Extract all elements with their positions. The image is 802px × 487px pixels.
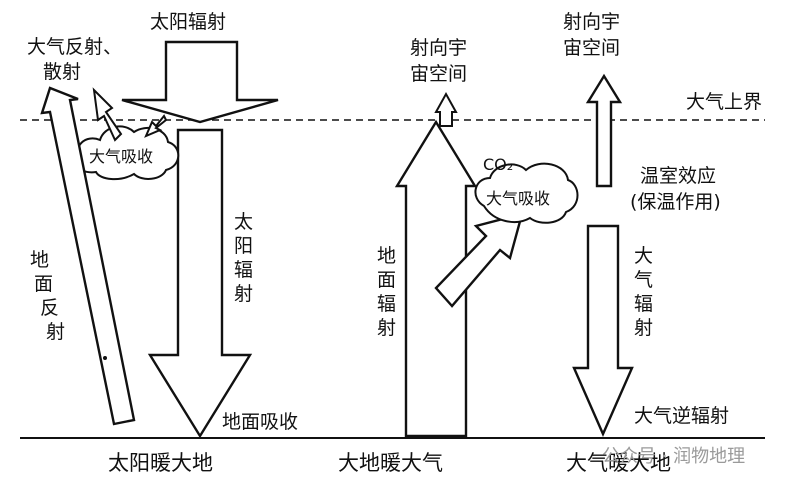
solar-radiation-label: 太阳辐射 — [150, 11, 226, 33]
greenhouse-label-line1: 温室效应 — [640, 165, 716, 187]
solar-radiation-vertical-1: 太 — [234, 211, 253, 233]
ground-reflection-arrow — [40, 86, 136, 426]
solar-radiation-vertical-4: 射 — [234, 283, 253, 305]
solar-radiation-vertical-2: 阳 — [234, 235, 253, 257]
co2-absorption-label: 大气吸收 — [486, 189, 550, 208]
co2-label: CO₂ — [483, 155, 513, 174]
caption-ground-warms-atmosphere: 大地暖大气 — [338, 451, 443, 475]
absorption-cloud — [76, 125, 180, 180]
ground-reflection-vertical-4: 射 — [46, 321, 65, 343]
ground-radiation-vertical-1: 地 — [377, 245, 396, 267]
solar-radiation-vertical-3: 辐 — [234, 259, 253, 281]
ground-absorption-label: 地面吸收 — [222, 411, 298, 433]
reflection-dot — [103, 356, 107, 360]
greenhouse-label-line2: (保温作用) — [630, 191, 721, 213]
ground-radiation-vertical-3: 辐 — [377, 293, 396, 315]
reflection-label-line1: 大气反射、 — [27, 36, 122, 58]
ground-reflection-vertical-2: 面 — [34, 273, 53, 295]
atmospheric-radiation-vertical-4: 射 — [634, 317, 653, 339]
counter-radiation-arrow — [572, 224, 634, 437]
atmosphere-to-space-arrow — [585, 73, 623, 188]
solar-radiation-arrow — [121, 40, 279, 124]
ground-radiation-arrow — [394, 119, 478, 438]
atmosphere-top-label: 大气上界 — [686, 91, 762, 113]
diagonal-absorption-arrow — [434, 212, 524, 308]
solar-to-ground-arrow — [147, 128, 253, 439]
caption-sun-warms-ground: 太阳暖大地 — [108, 451, 213, 475]
reflection-label-line2: 散射 — [43, 61, 81, 83]
atmospheric-radiation-vertical-2: 气 — [634, 269, 653, 291]
atmospheric-radiation-vertical-1: 大 — [634, 245, 653, 267]
atmospheric-radiation-vertical-3: 辐 — [634, 293, 653, 315]
to-space-label-line2: 宙空间 — [410, 63, 467, 85]
ground-reflection-vertical-3: 反 — [40, 297, 59, 319]
atmosphere-to-space-line1: 射向宇 — [563, 11, 620, 33]
reflection-arrow — [92, 87, 123, 142]
ground-radiation-vertical-2: 面 — [377, 269, 396, 291]
counter-radiation-label: 大气逆辐射 — [634, 405, 729, 427]
atmosphere-to-space-line2: 宙空间 — [563, 37, 620, 59]
ground-reflection-vertical-1: 地 — [30, 249, 49, 271]
caption-atmosphere-warms-ground: 大气暖大地 — [566, 451, 671, 475]
co2-cloud — [474, 162, 579, 224]
to-space-arrow — [434, 91, 458, 127]
absorption-small-arrow — [144, 114, 168, 138]
to-space-label-line1: 射向宇 — [410, 37, 467, 59]
watermark: 公众号 · 润物地理 — [602, 446, 745, 467]
atmospheric-absorption-label: 大气吸收 — [89, 147, 153, 166]
ground-radiation-vertical-4: 射 — [377, 317, 396, 339]
